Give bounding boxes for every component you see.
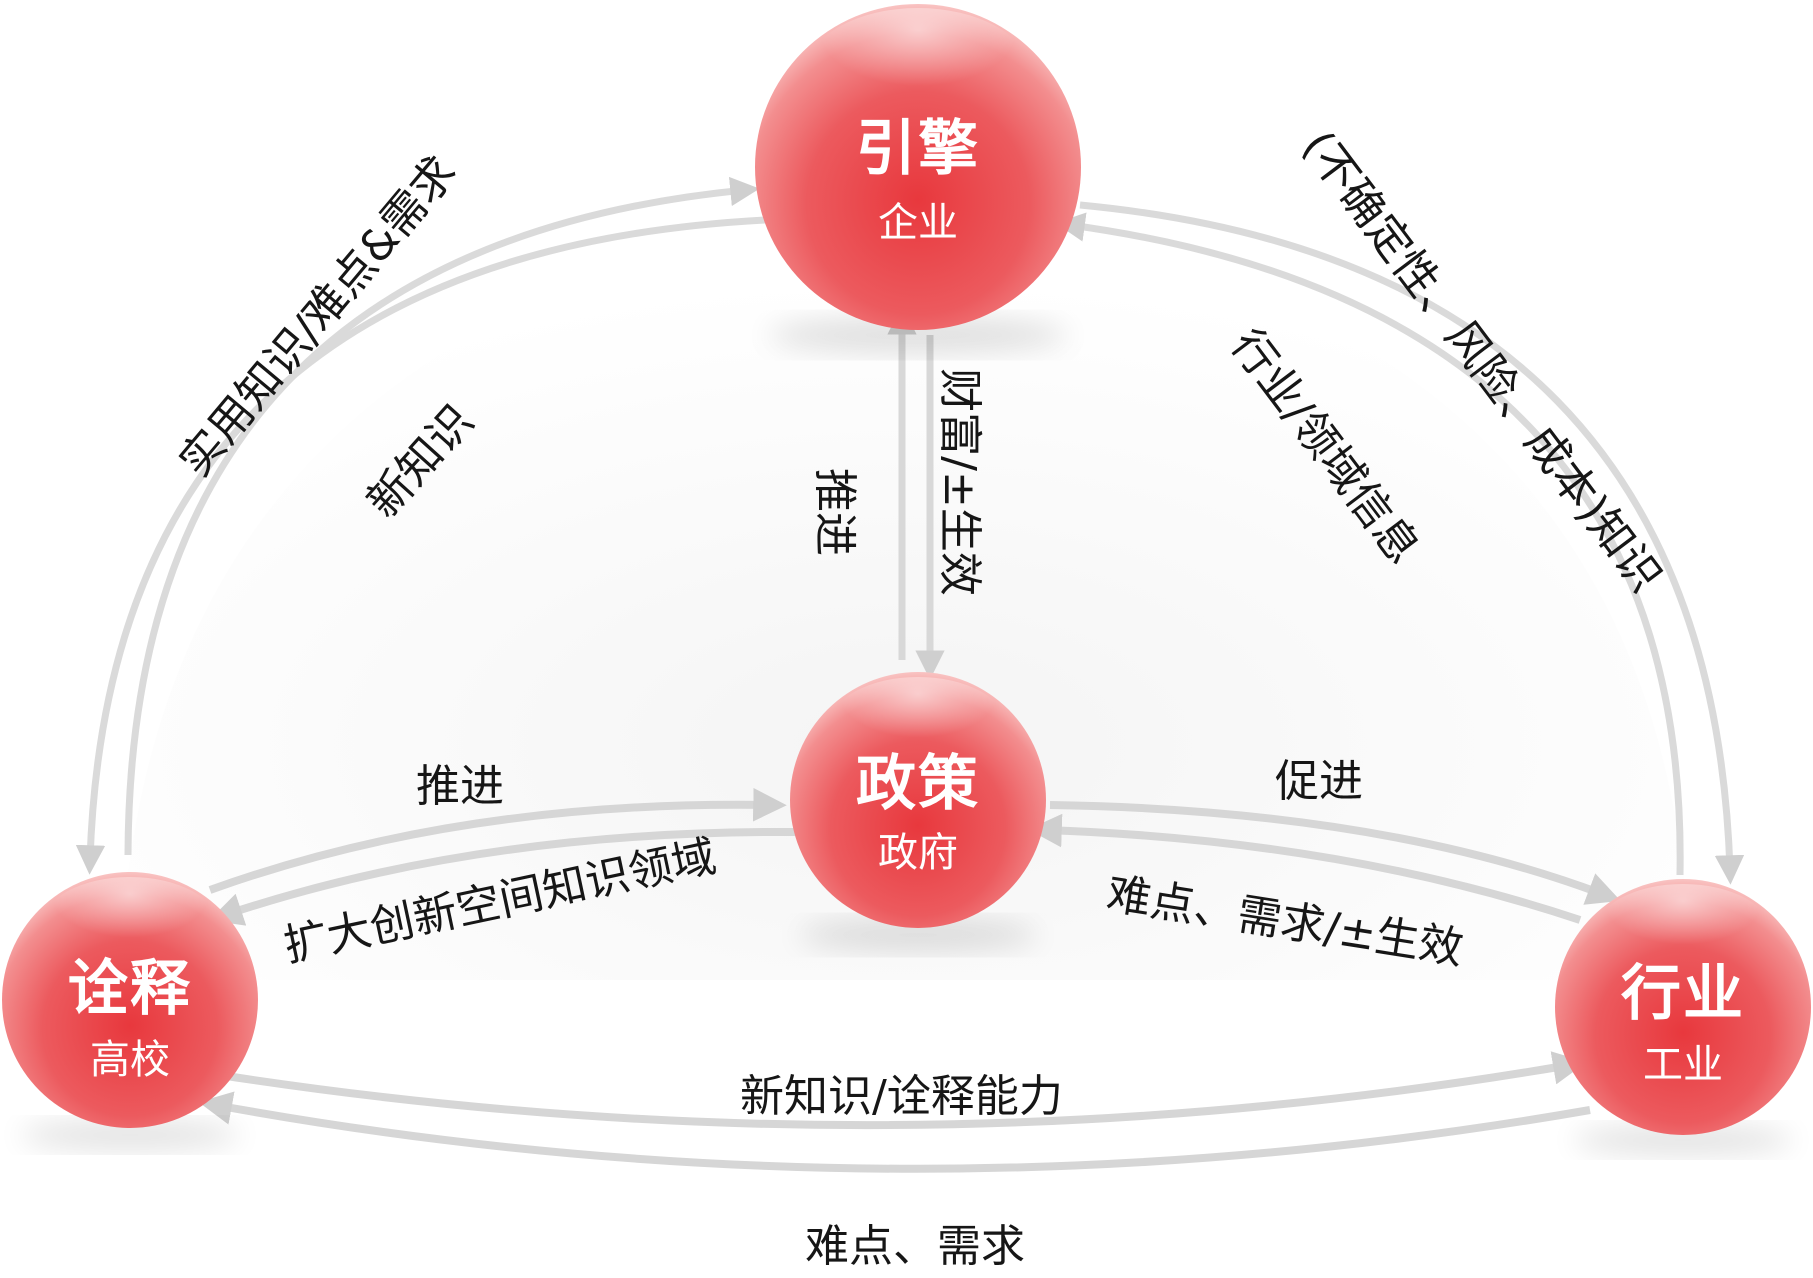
node-policy[interactable]: 政策 政府 <box>790 730 1046 880</box>
node-engine-subtitle: 企业 <box>878 200 958 246</box>
node-engine-title: 引擎 <box>856 114 980 184</box>
node-interpret-subtitle: 高校 <box>90 1037 170 1083</box>
arrow-policy-to-industry <box>1049 801 1621 905</box>
arrow-engine-to-industry <box>1079 201 1745 885</box>
label-center-down: 财富/±生效 <box>933 368 985 596</box>
sphere-industry <box>1555 879 1811 1154</box>
arrow-engine-to-interpret <box>75 216 766 875</box>
sphere-interpret <box>2 872 258 1149</box>
label-policy-left-top: 推进 <box>416 761 504 812</box>
arrow-interpret-to-policy <box>208 787 787 894</box>
node-interpret-title: 诠释 <box>68 954 192 1024</box>
node-policy-subtitle: 政府 <box>878 830 958 876</box>
node-industry-subtitle: 工业 <box>1643 1042 1723 1088</box>
arrow-industry-to-engine <box>1055 212 1684 876</box>
label-bottom-inner: 新知识/诠释能力 <box>740 1071 1063 1122</box>
arrow-interpret-to-industry <box>219 1051 1587 1130</box>
node-interpret[interactable]: 诠释 高校 <box>2 935 258 1085</box>
node-policy-title: 政策 <box>856 749 980 819</box>
arrow-industry-to-interpret <box>198 1091 1591 1173</box>
node-industry-title: 行业 <box>1621 959 1745 1029</box>
label-center-up: 推进 <box>809 468 860 556</box>
arrow-industry-to-policy <box>1028 813 1582 924</box>
sphere-policy <box>790 672 1046 951</box>
arrow-policy-to-interpret <box>209 827 796 926</box>
label-bottom-outer: 难点、需求 <box>805 1221 1025 1272</box>
node-engine[interactable]: 引擎 企业 <box>755 90 1081 250</box>
sphere-engine <box>755 4 1081 353</box>
label-policy-right-top: 促进 <box>1275 756 1363 807</box>
node-industry[interactable]: 行业 工业 <box>1555 940 1811 1090</box>
